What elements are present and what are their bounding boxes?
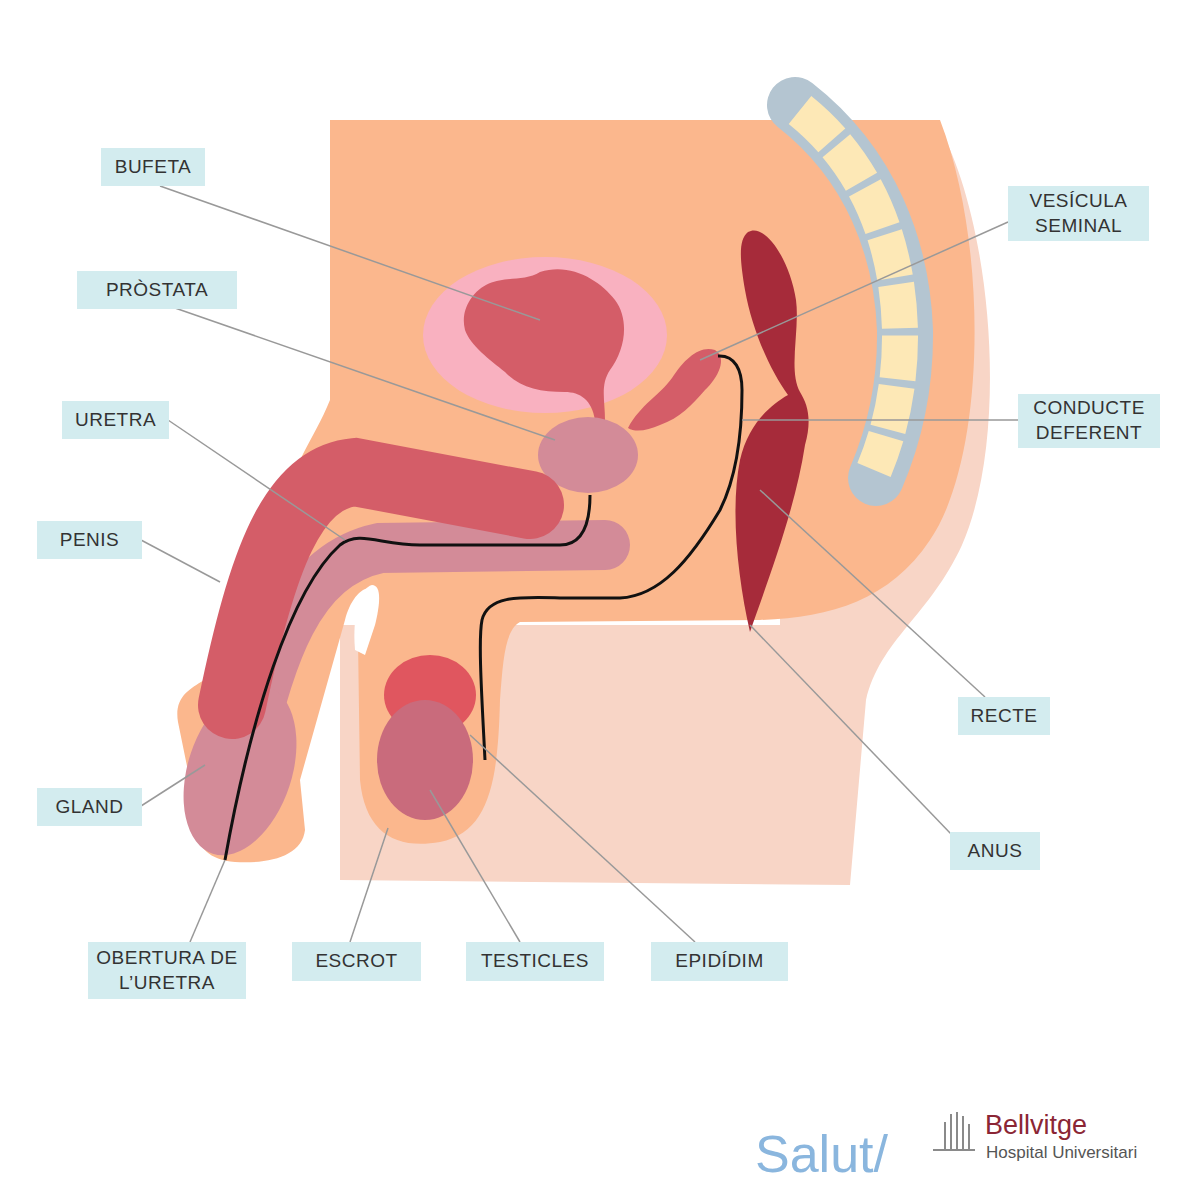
leader-line [168, 420, 345, 540]
part-label: PRÒSTATA [106, 278, 208, 303]
part-label: BUFETA [115, 155, 192, 180]
label-box: VESÍCULA SEMINAL [1008, 186, 1149, 241]
part-label: GLAND [56, 795, 124, 820]
leader-line [141, 765, 205, 806]
logo-salut: Salut/ [755, 1128, 888, 1180]
label-box: CONDUCTE DEFERENT [1018, 394, 1160, 448]
label-box: EPIDÍDIM [651, 942, 788, 981]
part-label: ANUS [968, 839, 1023, 864]
label-box: BUFETA [101, 148, 205, 186]
part-label: ESCROT [315, 949, 397, 974]
logo-bar [950, 1114, 952, 1150]
leader-line [175, 308, 555, 440]
leader-line [470, 735, 695, 942]
part-label: PENIS [60, 528, 120, 553]
label-box: URETRA [62, 401, 169, 439]
part-label: OBERTURA DE L’URETRA [94, 946, 240, 995]
rectum [735, 230, 808, 632]
label-box: ESCROT [292, 942, 421, 981]
testicle [377, 700, 473, 820]
label-box: OBERTURA DE L’URETRA [88, 942, 246, 999]
part-label: VESÍCULA SEMINAL [1014, 189, 1143, 238]
leader-line [750, 625, 952, 835]
logo-icon [933, 1112, 975, 1150]
bladder [464, 269, 624, 420]
label-box: TESTICLES [466, 942, 604, 981]
logo-bar [956, 1112, 958, 1150]
logo-bellvitge: Bellvitge [985, 1112, 1087, 1139]
body-gap [354, 585, 379, 655]
part-label: CONDUCTE DEFERENT [1024, 396, 1154, 445]
leader-line [430, 790, 520, 942]
logo-hospital: Hospital Universitari [986, 1144, 1137, 1161]
part-label: TESTICLES [481, 949, 589, 974]
leader-line [141, 540, 220, 582]
label-box: PRÒSTATA [77, 271, 237, 309]
leader-line [190, 860, 225, 942]
label-box: GLAND [37, 788, 142, 826]
leader-line [700, 222, 1008, 360]
logo-bar [962, 1116, 964, 1150]
seminal-vesicle [628, 349, 721, 431]
spine-vertebrae [800, 110, 900, 470]
part-label: EPIDÍDIM [675, 949, 763, 974]
logo-bar [944, 1122, 946, 1150]
label-box: PENIS [37, 521, 142, 559]
leader-line [760, 490, 985, 697]
part-label: RECTE [971, 704, 1038, 729]
leader-line [742, 419, 1018, 421]
spine-outer [795, 105, 905, 478]
part-label: URETRA [75, 408, 156, 433]
leader-line [350, 828, 388, 942]
corpus-cavernosum [232, 472, 530, 705]
urethra-line [225, 495, 590, 860]
leader-lines [141, 186, 1018, 942]
vas-deferens-line [480, 356, 742, 760]
label-box: ANUS [950, 832, 1040, 870]
label-box: RECTE [958, 697, 1050, 735]
logo-bar [968, 1124, 970, 1150]
